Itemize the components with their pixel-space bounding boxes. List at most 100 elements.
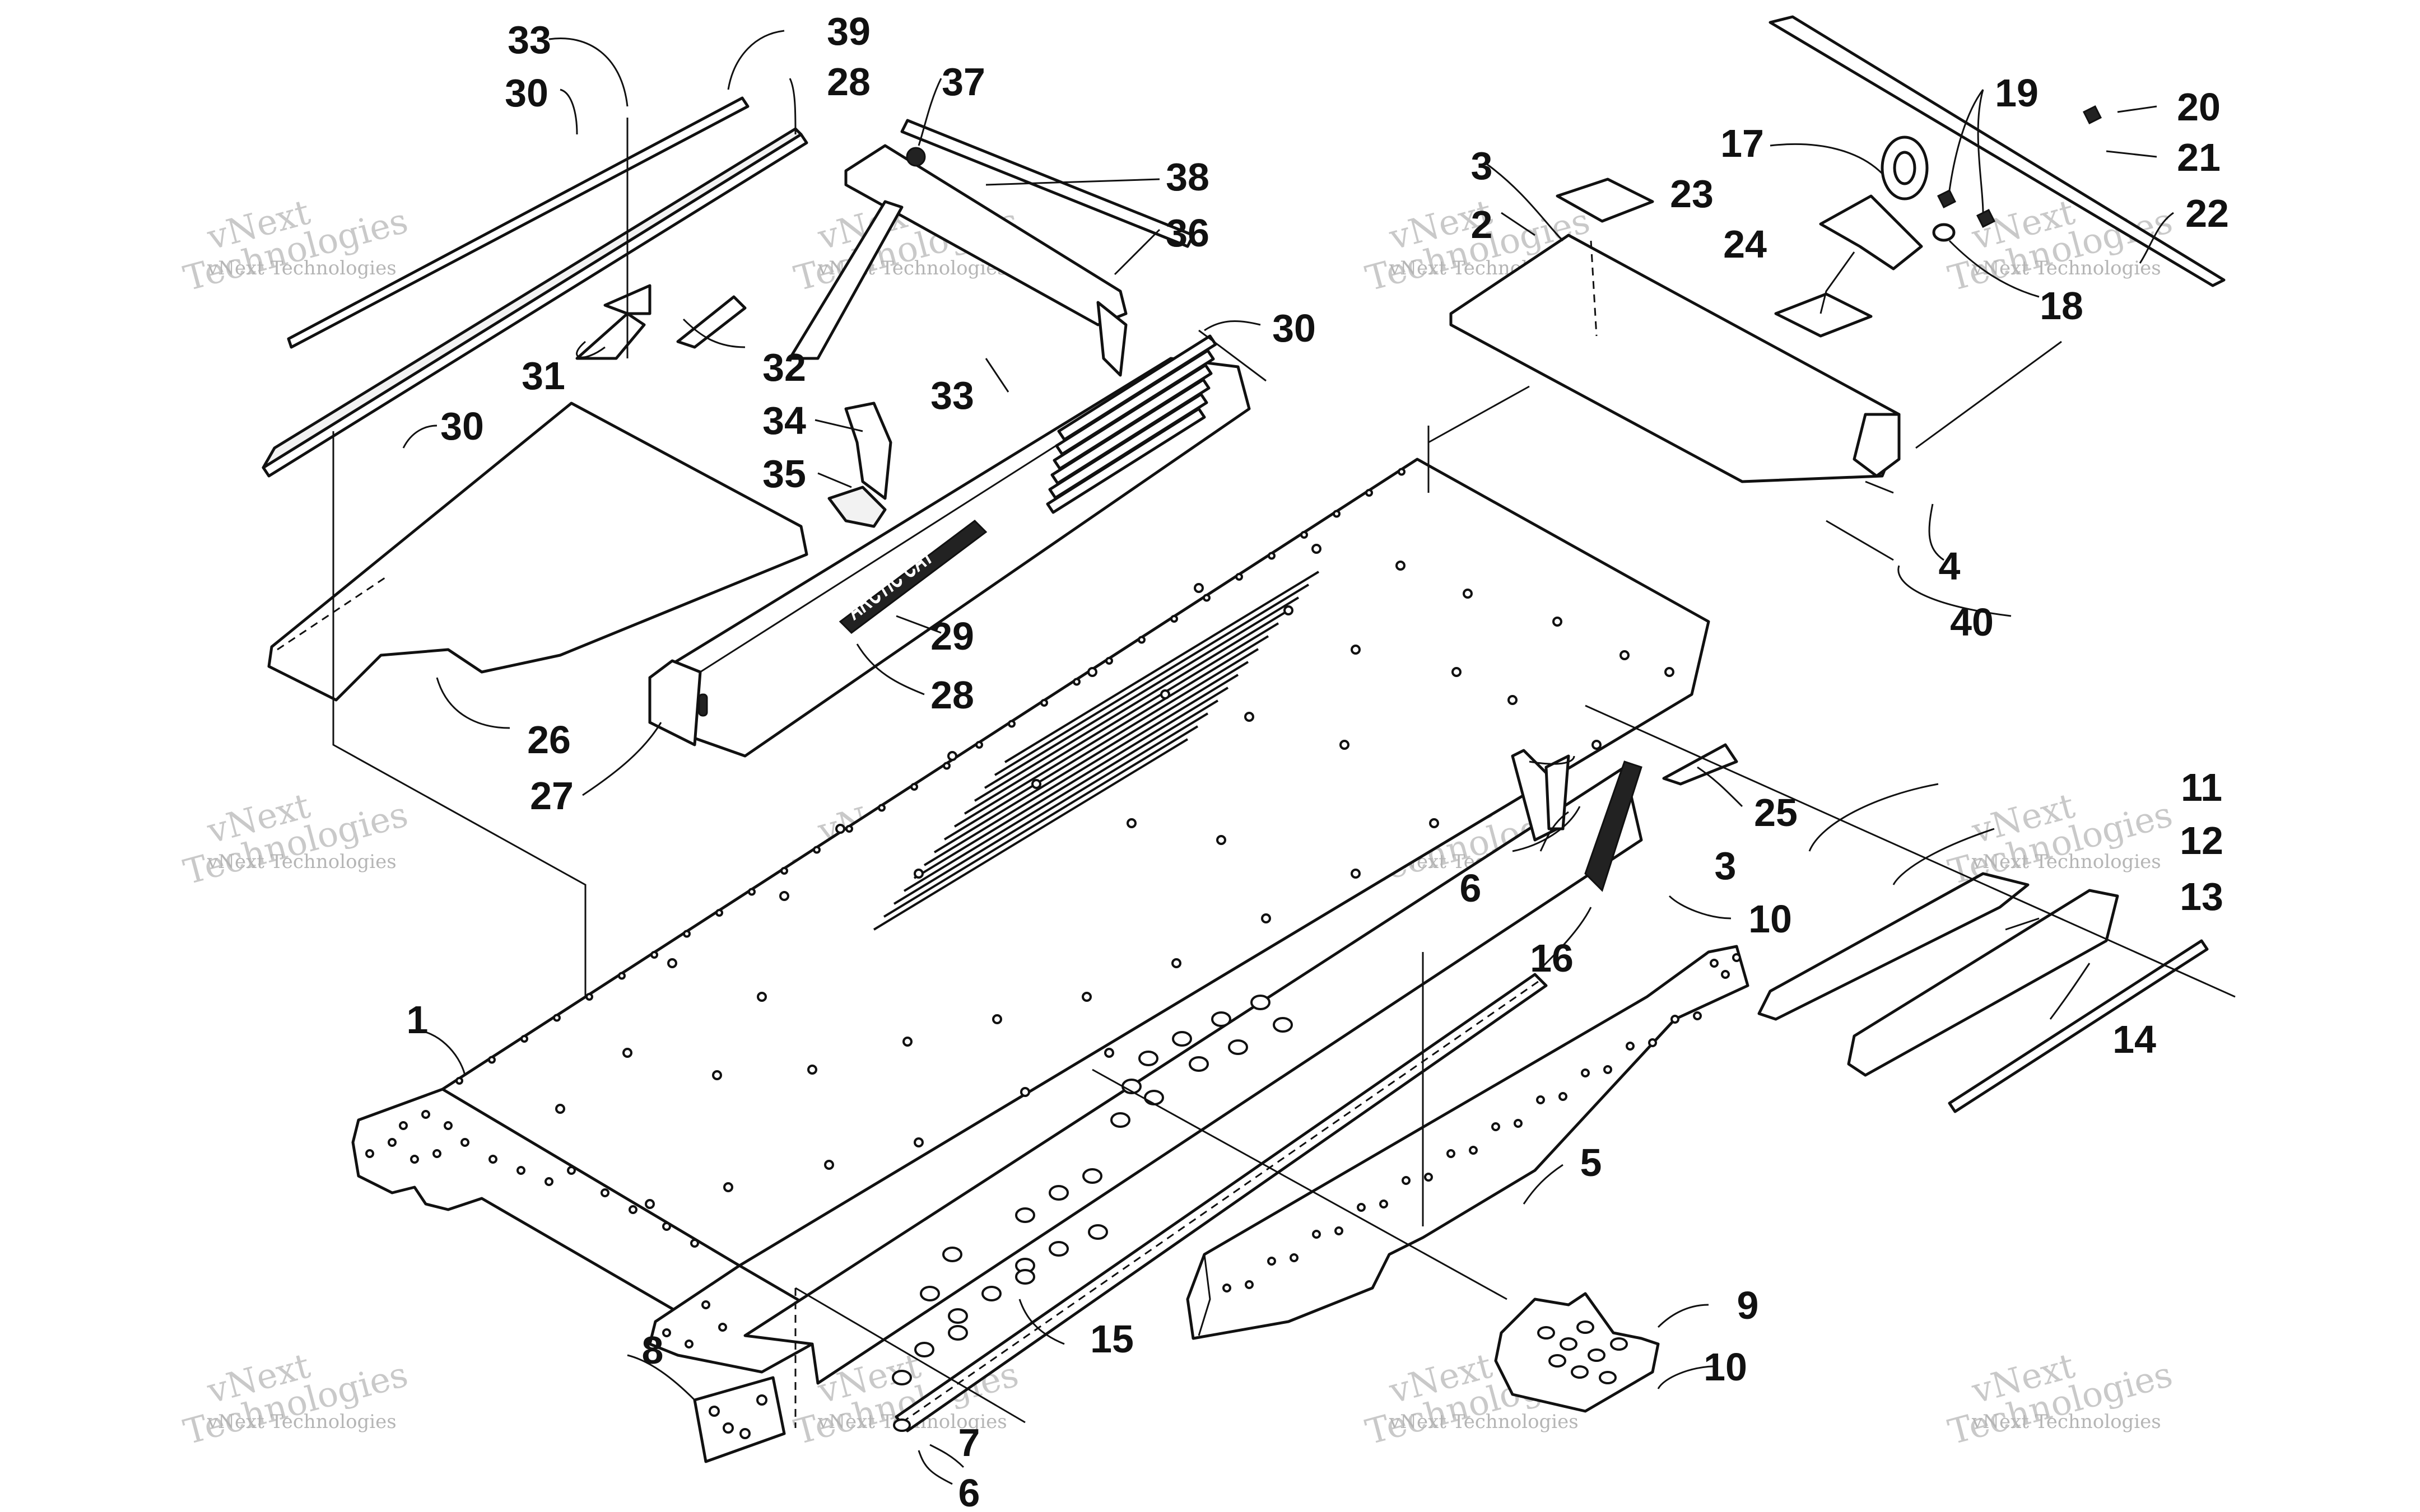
edge-rivet <box>1008 720 1016 728</box>
side-hole <box>544 1177 553 1186</box>
rail-hole <box>1245 1280 1254 1289</box>
side-hole <box>410 1155 419 1164</box>
edge-rivet <box>1235 573 1243 581</box>
rail-hole <box>1402 1176 1411 1185</box>
callout-30: 30 <box>440 404 484 448</box>
deck-hole <box>1127 818 1137 828</box>
traction-hole <box>1110 1112 1130 1128</box>
deck-hole <box>824 1160 834 1170</box>
plate-hole <box>1576 1320 1594 1334</box>
deck-hole <box>1429 818 1439 828</box>
plate-hole <box>1571 1365 1589 1379</box>
flap-part-12 <box>1847 889 2119 1077</box>
callout-3: 3 <box>1471 144 1493 188</box>
traction-hole <box>1082 1168 1102 1184</box>
vent-slot <box>1004 571 1320 763</box>
footrest-plate-holes <box>1537 1320 1628 1384</box>
bracket-part-31 <box>575 312 646 360</box>
callout-7: 7 <box>958 1421 980 1464</box>
vent-slot <box>953 635 1269 828</box>
callout-40: 40 <box>1950 600 1994 644</box>
edge-rivet <box>553 1014 561 1022</box>
deck-hole <box>1339 740 1349 750</box>
edge-rivet <box>1073 678 1081 686</box>
deck-vent-slots <box>873 571 1320 931</box>
side-hole <box>718 1323 727 1332</box>
rail-hole <box>1222 1284 1231 1292</box>
callout-6: 6 <box>958 1471 980 1512</box>
bracket-part-35 <box>827 486 887 528</box>
footrest-bar-part-15 <box>893 973 1548 1432</box>
deck-hole <box>1194 583 1204 593</box>
edge-rivet <box>1138 636 1146 644</box>
deck-hole <box>622 1048 632 1058</box>
rail-hole <box>1693 1011 1702 1020</box>
side-hole <box>662 1222 671 1231</box>
callout-11: 11 <box>2181 766 2222 809</box>
traction-hole <box>1088 1224 1108 1240</box>
bracket-part-8 <box>693 1376 786 1463</box>
edge-rivet <box>683 930 691 938</box>
deck-hole <box>645 1199 655 1209</box>
traction-hole <box>948 1308 968 1324</box>
side-hole <box>432 1149 441 1158</box>
callout-4: 4 <box>1939 544 1961 588</box>
plate-hole <box>1560 1337 1577 1351</box>
rail-hole <box>1491 1122 1500 1131</box>
side-rail-part-5 <box>1186 945 1749 1340</box>
deck-rivet-holes <box>455 468 1674 1209</box>
plate-hole <box>1610 1337 1628 1351</box>
pad-part-24 <box>1774 292 1873 338</box>
rail-hole <box>1626 1042 1635 1051</box>
edge-rivet <box>780 867 788 875</box>
side-hole <box>488 1155 497 1164</box>
plate-hole <box>1548 1354 1566 1368</box>
deck-hole <box>1311 544 1321 554</box>
rear-rail-part-39 <box>287 96 750 349</box>
side-hole <box>444 1121 453 1130</box>
callout-33: 33 <box>508 18 551 62</box>
plate-hole <box>1537 1326 1555 1340</box>
rail-hole <box>1514 1119 1523 1128</box>
callout-12: 12 <box>2180 819 2223 862</box>
vent-slot <box>984 596 1300 789</box>
flap-part-26 <box>267 402 808 702</box>
bracket-part-32 <box>676 295 747 349</box>
rail-hole <box>1581 1068 1590 1077</box>
callout-3: 3 <box>1715 844 1737 888</box>
deck-hole <box>723 1182 733 1192</box>
vent-slot <box>873 738 1189 931</box>
edge-rivet <box>1300 531 1308 539</box>
edge-rivet <box>1365 489 1373 497</box>
vent-slot <box>913 687 1229 879</box>
edge-rivet <box>1170 615 1178 623</box>
vent-slot <box>933 661 1249 853</box>
side-hole <box>567 1166 576 1175</box>
rail-hole <box>1558 1092 1567 1101</box>
rail-hole <box>1424 1173 1433 1182</box>
callout-1: 1 <box>407 998 429 1042</box>
deck-hole <box>1020 1087 1030 1097</box>
edge-rivet <box>455 1077 463 1085</box>
traction-hole <box>1172 1031 1192 1047</box>
traction-hole <box>914 1342 934 1357</box>
callout-20: 20 <box>2177 85 2221 129</box>
side-hole <box>685 1340 694 1348</box>
watermark-caption: vNext Technologies <box>207 257 397 279</box>
washer-part-18 <box>1932 223 1956 242</box>
callout-10: 10 <box>1704 1345 1747 1389</box>
deck-hole <box>902 1037 913 1047</box>
deck-hole <box>1451 667 1462 677</box>
rail-hole <box>1536 1095 1545 1104</box>
callout-18: 18 <box>2040 284 2083 328</box>
side-hole <box>690 1239 699 1248</box>
deck-hole <box>1552 617 1562 627</box>
pad-part-23 <box>1556 178 1654 223</box>
callout-8: 8 <box>642 1328 664 1372</box>
callout-leaders <box>402 30 2174 1485</box>
edge-rivet <box>845 825 853 833</box>
side-hole <box>460 1138 469 1147</box>
side-hole <box>601 1188 609 1197</box>
